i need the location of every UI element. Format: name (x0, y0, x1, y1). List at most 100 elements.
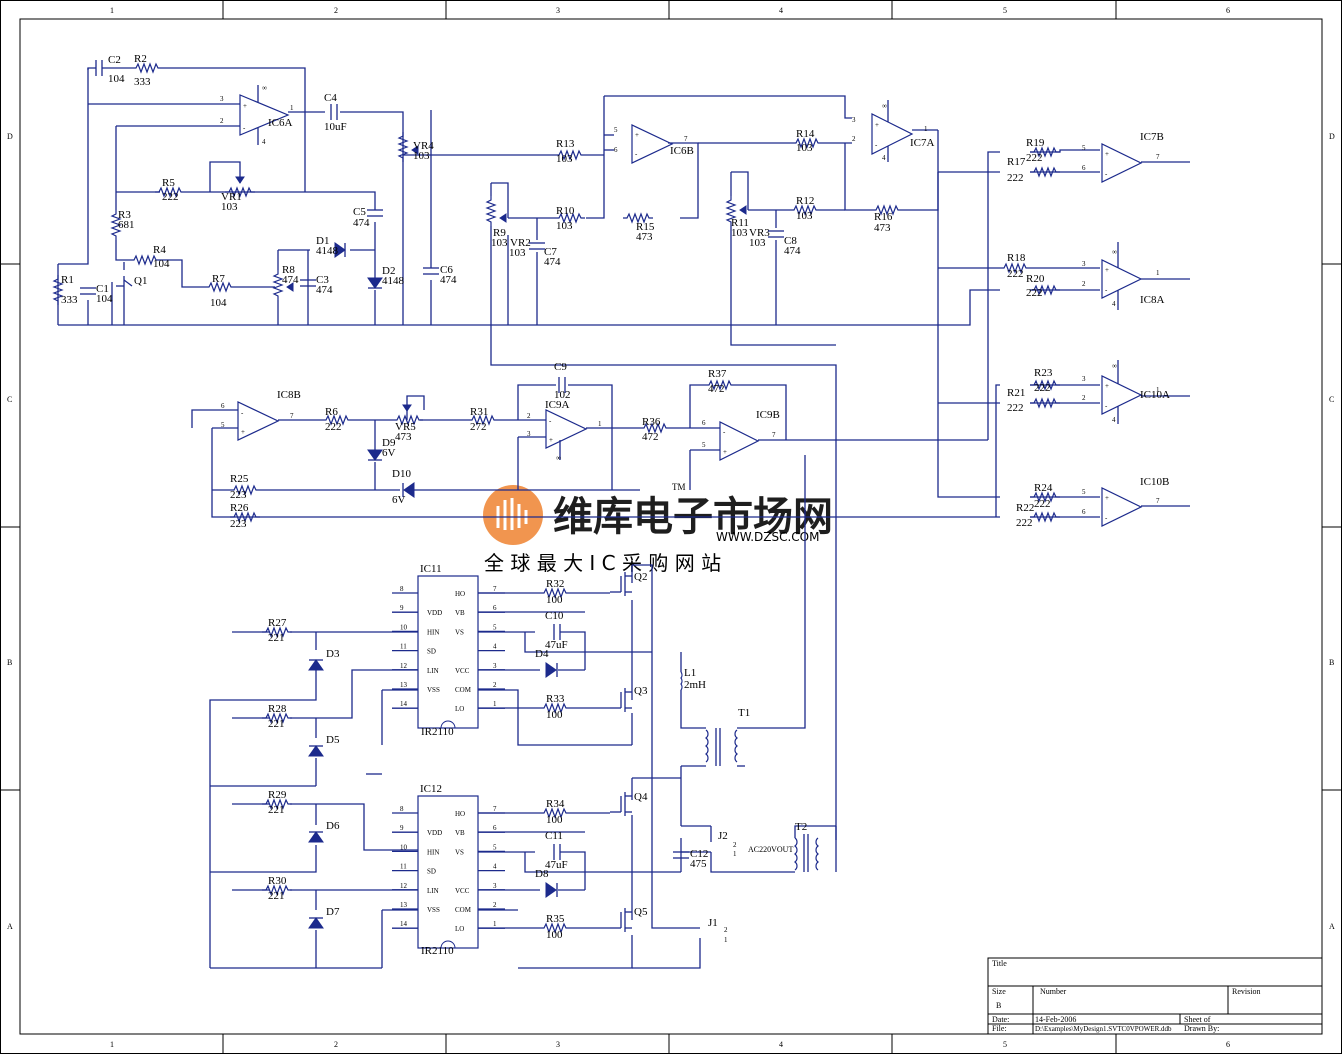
svg-text:T2: T2 (795, 821, 807, 833)
svg-text:R21: R21 (1007, 387, 1025, 399)
svg-text:D5: D5 (326, 734, 340, 746)
svg-text:474: 474 (440, 274, 457, 286)
svg-text:7: 7 (772, 431, 776, 439)
svg-text:1: 1 (1156, 269, 1160, 277)
svg-text:333: 333 (134, 76, 151, 88)
drawn-by-label: Drawn By: (1184, 1024, 1219, 1033)
svg-text:R9: R9 (493, 227, 506, 239)
opamp-ref-IC8B: IC8B (277, 389, 301, 401)
row-label-left-A: A (7, 922, 13, 931)
svg-text:103: 103 (491, 237, 508, 249)
svg-text:+: + (1105, 494, 1109, 502)
svg-text:R6: R6 (325, 406, 338, 418)
svg-text:R4: R4 (153, 244, 166, 256)
svg-text:3: 3 (527, 430, 531, 438)
size-value: B (996, 1001, 1001, 1010)
driver-pin-name: HO (455, 590, 465, 598)
row-label-right-D: D (1329, 132, 1335, 141)
svg-text:J2: J2 (718, 830, 728, 842)
svg-text:+: + (875, 121, 879, 129)
svg-text:+: + (1105, 150, 1109, 158)
svg-text:3: 3 (1082, 375, 1086, 383)
col-label-bottom-3: 3 (556, 1040, 560, 1049)
opamps: +- 3 2 1 ∞ 4 IC6A +- 5 6 7 IC6B +- 3 2 1… (220, 84, 1170, 527)
svg-text:1: 1 (724, 936, 728, 944)
svg-text:C8: C8 (784, 235, 797, 247)
number-label: Number (1040, 987, 1067, 996)
mosfet-Q4: Q4 (610, 791, 648, 816)
driver-pin-number: 6 (493, 604, 497, 612)
title-block: Title Size B Number Revision Date: 14-Fe… (987, 957, 1323, 1035)
driver-pin-name: COM (455, 906, 472, 914)
watermark-tm: TM (672, 482, 686, 492)
svg-text:103: 103 (796, 142, 813, 154)
driver-pin-number: 13 (400, 681, 408, 689)
watermark-slogan: 全 球 最 大 I C 采 购 网 站 (484, 551, 721, 575)
driver-pin-name: SD (427, 648, 436, 656)
svg-text:222: 222 (1026, 287, 1043, 299)
svg-text:∞: ∞ (882, 102, 887, 110)
svg-text:AC220VOUT: AC220VOUT (748, 845, 793, 854)
svg-text:2: 2 (1082, 280, 1086, 288)
svg-text:Q5: Q5 (634, 906, 648, 918)
svg-text:1: 1 (1156, 386, 1160, 394)
svg-text:R17: R17 (1007, 156, 1026, 168)
svg-text:221: 221 (268, 632, 285, 644)
opamp-IC8A: +- 3 2 1 ∞ 4 IC8A (1082, 242, 1165, 310)
svg-text:C12: C12 (690, 848, 708, 860)
driver-pin-name: LIN (427, 887, 439, 895)
transformer-T2: T2 AC220VOUT (748, 821, 819, 872)
svg-text:C4: C4 (324, 92, 337, 104)
date-value: 14-Feb-2006 (1035, 1015, 1076, 1024)
svg-text:10uF: 10uF (324, 121, 347, 133)
svg-text:D7: D7 (326, 906, 340, 918)
svg-text:103: 103 (413, 150, 430, 162)
svg-text:R5: R5 (162, 177, 175, 189)
svg-text:3: 3 (1082, 260, 1086, 268)
transistor-Q1: Q1 (116, 275, 147, 296)
svg-text:+: + (1105, 382, 1109, 390)
svg-text:474: 474 (353, 217, 370, 229)
svg-text:R27: R27 (268, 617, 287, 629)
driver-notch (440, 940, 456, 949)
watermark: 维库电子市场网 TM WWW.DZSC.COM 全 球 最 大 I C 采 购 … (483, 482, 833, 575)
svg-text:473: 473 (636, 231, 653, 243)
svg-text:R33: R33 (546, 693, 565, 705)
mosfet-Q5: Q5 (610, 906, 648, 932)
svg-text:474: 474 (316, 284, 333, 296)
svg-text:R16: R16 (874, 211, 893, 223)
svg-text:100: 100 (546, 929, 563, 941)
svg-text:103: 103 (221, 201, 238, 213)
svg-text:6: 6 (1082, 164, 1086, 172)
driver-pin-number: 1 (493, 920, 497, 928)
svg-text:5: 5 (1082, 488, 1086, 496)
driver-pin-name: VCC (455, 887, 470, 895)
col-label-bottom-2: 2 (334, 1040, 338, 1049)
col-label-top-2: 2 (334, 6, 338, 15)
transistors: Q1 Q2 Q3 Q4 Q5 (116, 275, 648, 932)
svg-text:R31: R31 (470, 406, 488, 418)
svg-text:5: 5 (702, 441, 706, 449)
svg-text:R19: R19 (1026, 137, 1045, 149)
svg-text:R30: R30 (268, 875, 287, 887)
svg-text:223: 223 (230, 518, 247, 530)
svg-text:222: 222 (1026, 152, 1043, 164)
svg-text:D1: D1 (316, 235, 329, 247)
watermark-url: WWW.DZSC.COM (716, 530, 819, 544)
opamp-ref-IC6A: IC6A (268, 117, 293, 129)
svg-text:+: + (549, 436, 553, 444)
